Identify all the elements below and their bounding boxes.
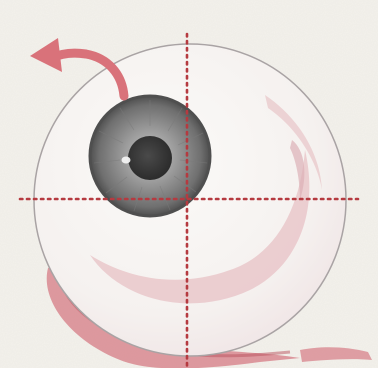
pupil	[128, 136, 172, 180]
pupil-highlight	[122, 157, 131, 164]
